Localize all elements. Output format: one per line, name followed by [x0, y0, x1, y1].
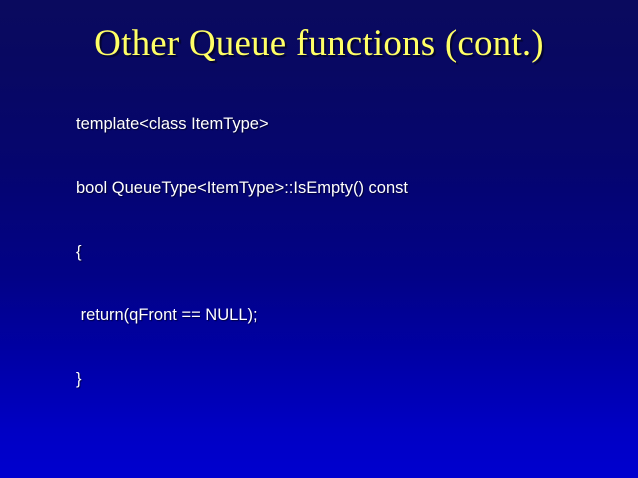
code-line: {: [76, 242, 82, 261]
code-line: return(qFront == NULL);: [76, 306, 258, 325]
code-line: bool QueueType<ItemType>::IsEmpty() cons…: [76, 179, 408, 198]
code-line: }: [76, 369, 82, 388]
slide-body: template<class ItemType> bool QueueType<…: [76, 72, 616, 478]
code-block-is-empty: template<class ItemType> bool QueueType<…: [76, 72, 616, 432]
code-block-is-full-signature: template<class ItemType> bool QueueType<…: [76, 447, 616, 478]
code-line: template<class ItemType>: [76, 115, 269, 134]
page-title: Other Queue functions (cont.): [94, 23, 544, 64]
